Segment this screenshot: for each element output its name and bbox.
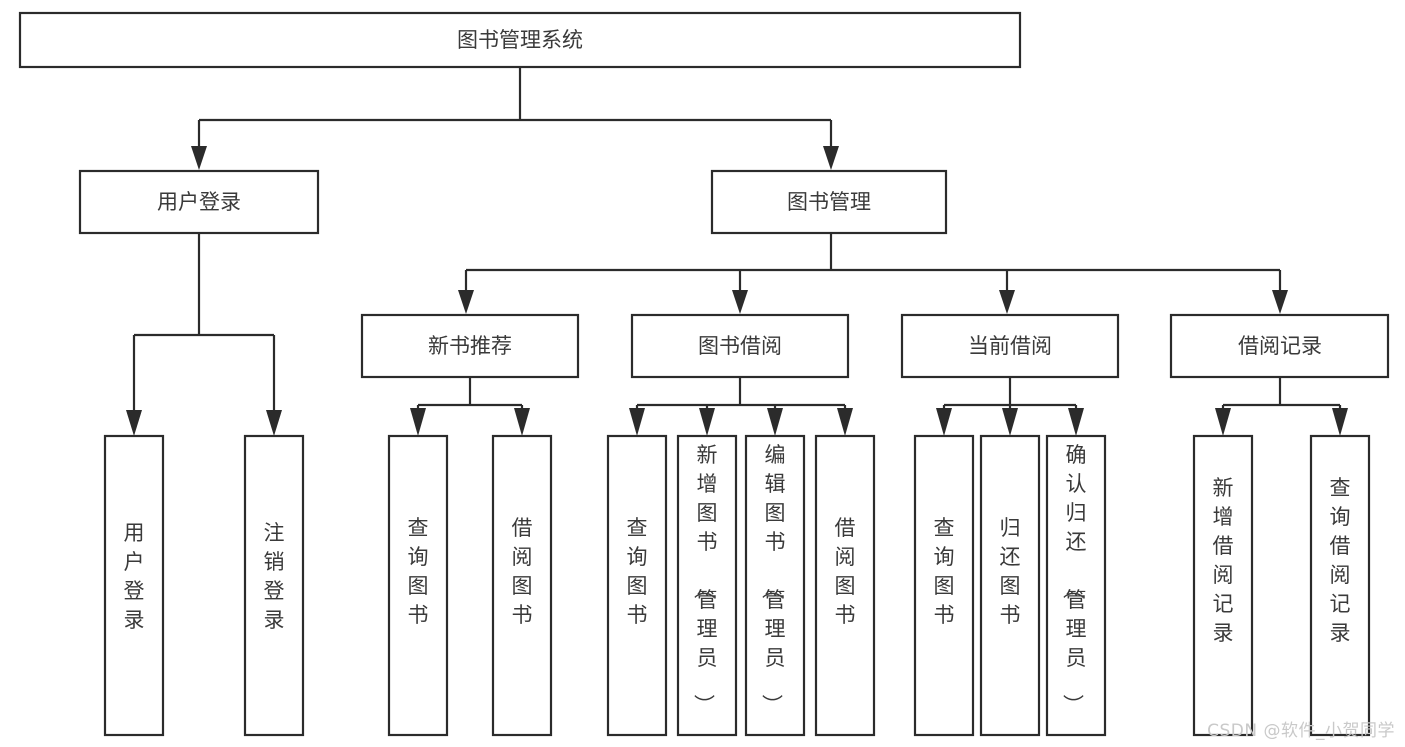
arrow-head-leaf-query-book-3 xyxy=(936,408,952,436)
node-new-book-recommend[interactable]: 新书推荐 xyxy=(360,313,580,379)
node-leaf-add-record[interactable]: 新增借阅记录 xyxy=(1192,434,1254,737)
node-root[interactable]: 图书管理系统 xyxy=(18,11,1022,69)
arrow-head-book-borrow xyxy=(732,290,748,314)
node-leaf-return-book[interactable]: 归还图书 xyxy=(979,434,1041,737)
arrow-head-leaf-query-book-2 xyxy=(629,408,645,436)
node-leaf-return-book-box[interactable] xyxy=(979,434,1041,737)
connector-group-root xyxy=(191,67,839,170)
node-leaf-query-record-label: 查询借阅记录 xyxy=(1330,476,1351,645)
connector-group-book-management xyxy=(458,233,1288,314)
node-leaf-confirm-return-label: 确认归还（管理员） xyxy=(1061,443,1087,715)
node-leaf-return-book-label: 归还图书 xyxy=(1000,516,1021,627)
arrow-head-leaf-confirm-return xyxy=(1068,408,1084,436)
node-leaf-user-login-box[interactable] xyxy=(103,434,165,737)
node-user-login-label: 用户登录 xyxy=(157,190,241,214)
node-leaf-borrow-book-1-box[interactable] xyxy=(491,434,553,737)
node-book-borrow-box[interactable] xyxy=(630,313,850,379)
connector-group-current-borrow xyxy=(936,377,1084,436)
node-current-borrow[interactable]: 当前借阅 xyxy=(900,313,1120,379)
node-book-management[interactable]: 图书管理 xyxy=(710,169,948,235)
node-leaf-borrow-book-2[interactable]: 借阅图书 xyxy=(814,434,876,737)
arrow-head-leaf-user-login xyxy=(126,410,142,436)
node-leaf-borrow-book-1[interactable]: 借阅图书 xyxy=(491,434,553,737)
node-leaf-query-book-1[interactable]: 查询图书 xyxy=(387,434,449,737)
node-leaf-query-record-box[interactable] xyxy=(1309,434,1371,737)
node-borrow-record[interactable]: 借阅记录 xyxy=(1169,313,1390,379)
node-current-borrow-label: 当前借阅 xyxy=(968,334,1052,358)
node-book-management-label: 图书管理 xyxy=(787,190,871,214)
node-leaf-confirm-return[interactable]: 确认归还（管理员） xyxy=(1045,434,1107,737)
arrow-head-leaf-query-book-1 xyxy=(410,408,426,436)
node-leaf-add-record-box[interactable] xyxy=(1192,434,1254,737)
node-leaf-query-book-1-box[interactable] xyxy=(387,434,449,737)
node-leaf-user-login-label: 用户登录 xyxy=(124,521,145,632)
node-new-book-recommend-box[interactable] xyxy=(360,313,580,379)
arrow-head-leaf-borrow-book-1 xyxy=(514,408,530,436)
node-new-book-recommend-label: 新书推荐 xyxy=(428,334,512,358)
node-leaf-query-book-3-label: 查询图书 xyxy=(934,516,955,627)
node-leaf-confirm-return-box[interactable] xyxy=(1045,434,1107,737)
node-leaf-borrow-book-2-box[interactable] xyxy=(814,434,876,737)
arrow-head-leaf-user-logout xyxy=(266,410,282,436)
arrow-head-borrow-record xyxy=(1272,290,1288,314)
node-leaf-query-book-2[interactable]: 查询图书 xyxy=(606,434,668,737)
arrow-head-current-borrow xyxy=(999,290,1015,314)
node-root-box[interactable] xyxy=(18,11,1022,69)
node-leaf-edit-book[interactable]: 编辑图书（管理员） xyxy=(744,434,806,737)
node-leaf-add-book[interactable]: 新增图书（管理员） xyxy=(676,434,738,737)
arrow-head-leaf-query-record xyxy=(1332,408,1348,436)
node-user-login-box[interactable] xyxy=(78,169,320,235)
node-book-management-box[interactable] xyxy=(710,169,948,235)
node-borrow-record-box[interactable] xyxy=(1169,313,1390,379)
node-book-borrow[interactable]: 图书借阅 xyxy=(630,313,850,379)
node-leaf-query-book-1-label: 查询图书 xyxy=(408,516,429,627)
node-leaf-user-logout[interactable]: 注销登录 xyxy=(243,434,305,737)
node-user-login[interactable]: 用户登录 xyxy=(78,169,320,235)
node-leaf-edit-book-label: 编辑图书（管理员） xyxy=(760,443,786,715)
node-leaf-user-login[interactable]: 用户登录 xyxy=(103,434,165,737)
arrow-head-leaf-add-record xyxy=(1215,408,1231,436)
node-root-label: 图书管理系统 xyxy=(457,28,583,52)
node-leaf-add-record-label: 新增借阅记录 xyxy=(1213,476,1234,645)
connector-group-new-book-recommend xyxy=(410,377,530,436)
node-leaf-query-book-2-label: 查询图书 xyxy=(627,516,648,627)
node-leaf-query-book-3[interactable]: 查询图书 xyxy=(913,434,975,737)
node-leaf-query-book-2-box[interactable] xyxy=(606,434,668,737)
node-leaf-add-book-box[interactable] xyxy=(676,434,738,737)
node-leaf-borrow-book-1-label: 借阅图书 xyxy=(512,516,533,627)
arrow-head-new-book-recommend xyxy=(458,290,474,314)
connector-group-borrow-record xyxy=(1215,377,1348,436)
arrow-head-leaf-return-book xyxy=(1002,408,1018,436)
node-leaf-user-logout-label: 注销登录 xyxy=(264,521,285,632)
node-leaf-query-book-3-box[interactable] xyxy=(913,434,975,737)
node-current-borrow-box[interactable] xyxy=(900,313,1120,379)
node-leaf-add-book-label: 新增图书（管理员） xyxy=(692,443,718,715)
arrow-head-leaf-add-book xyxy=(699,408,715,436)
connector-group-book-borrow xyxy=(629,377,853,436)
arrow-head-book-management xyxy=(823,146,839,170)
arrow-head-leaf-edit-book xyxy=(767,408,783,436)
node-borrow-record-label: 借阅记录 xyxy=(1238,334,1322,358)
arrow-head-user-login xyxy=(191,146,207,170)
node-leaf-borrow-book-2-label: 借阅图书 xyxy=(835,516,856,627)
node-leaf-edit-book-box[interactable] xyxy=(744,434,806,737)
arrow-head-leaf-borrow-book-2 xyxy=(837,408,853,436)
node-leaf-query-record[interactable]: 查询借阅记录 xyxy=(1309,434,1371,737)
connector-group-user-login xyxy=(126,233,282,436)
node-book-borrow-label: 图书借阅 xyxy=(698,334,782,358)
node-leaf-user-logout-box[interactable] xyxy=(243,434,305,737)
